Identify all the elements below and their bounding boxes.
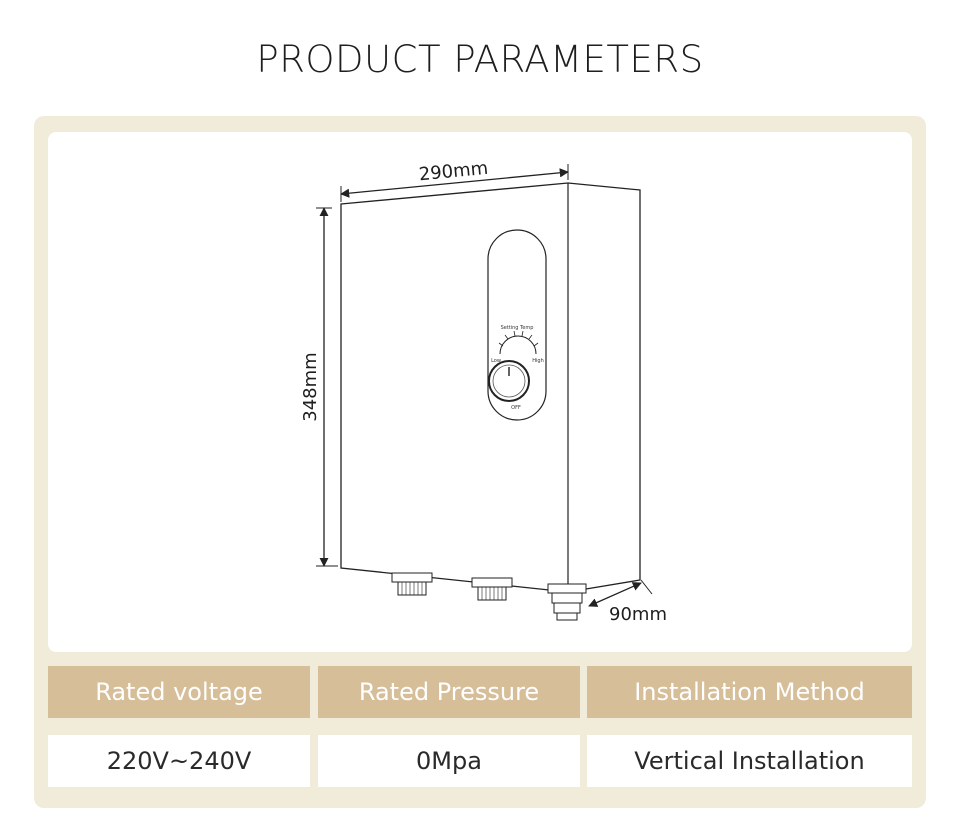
dial-title: Setting Temp — [501, 325, 534, 331]
height-dimension: 348mm — [300, 207, 338, 567]
spec-header-rated-pressure: Rated Pressure — [318, 666, 580, 718]
control-panel: Setting Temp Low High OFF — [487, 229, 547, 421]
depth-label: 90mm — [609, 604, 667, 625]
water-inlet-fitting — [391, 572, 433, 596]
spec-header-installation-method: Installation Method — [587, 666, 912, 718]
page-title: PRODUCT PARAMETERS — [256, 38, 704, 81]
depth-dimension: 90mm — [588, 579, 667, 625]
spec-header-rated-voltage: Rated voltage — [48, 666, 310, 718]
width-dimension: 290mm — [340, 158, 569, 202]
water-heater-drawing: 290mm 348mm Setting Temp Low High — [300, 158, 667, 625]
height-label: 348mm — [300, 352, 321, 421]
spec-value-rated-pressure: 0Mpa — [318, 735, 580, 787]
dial-off-label: OFF — [511, 405, 521, 411]
temperature-knob — [488, 360, 530, 402]
spec-value-rated-voltage: 220V~240V — [48, 735, 310, 787]
spec-value-installation-method: Vertical Installation — [587, 735, 912, 787]
cable-gland — [547, 583, 587, 621]
dial-high-label: High — [532, 358, 544, 364]
product-diagram-panel: 290mm 348mm Setting Temp Low High — [48, 132, 912, 652]
dial-low-label: Low — [491, 358, 501, 364]
water-outlet-fitting — [471, 577, 513, 601]
